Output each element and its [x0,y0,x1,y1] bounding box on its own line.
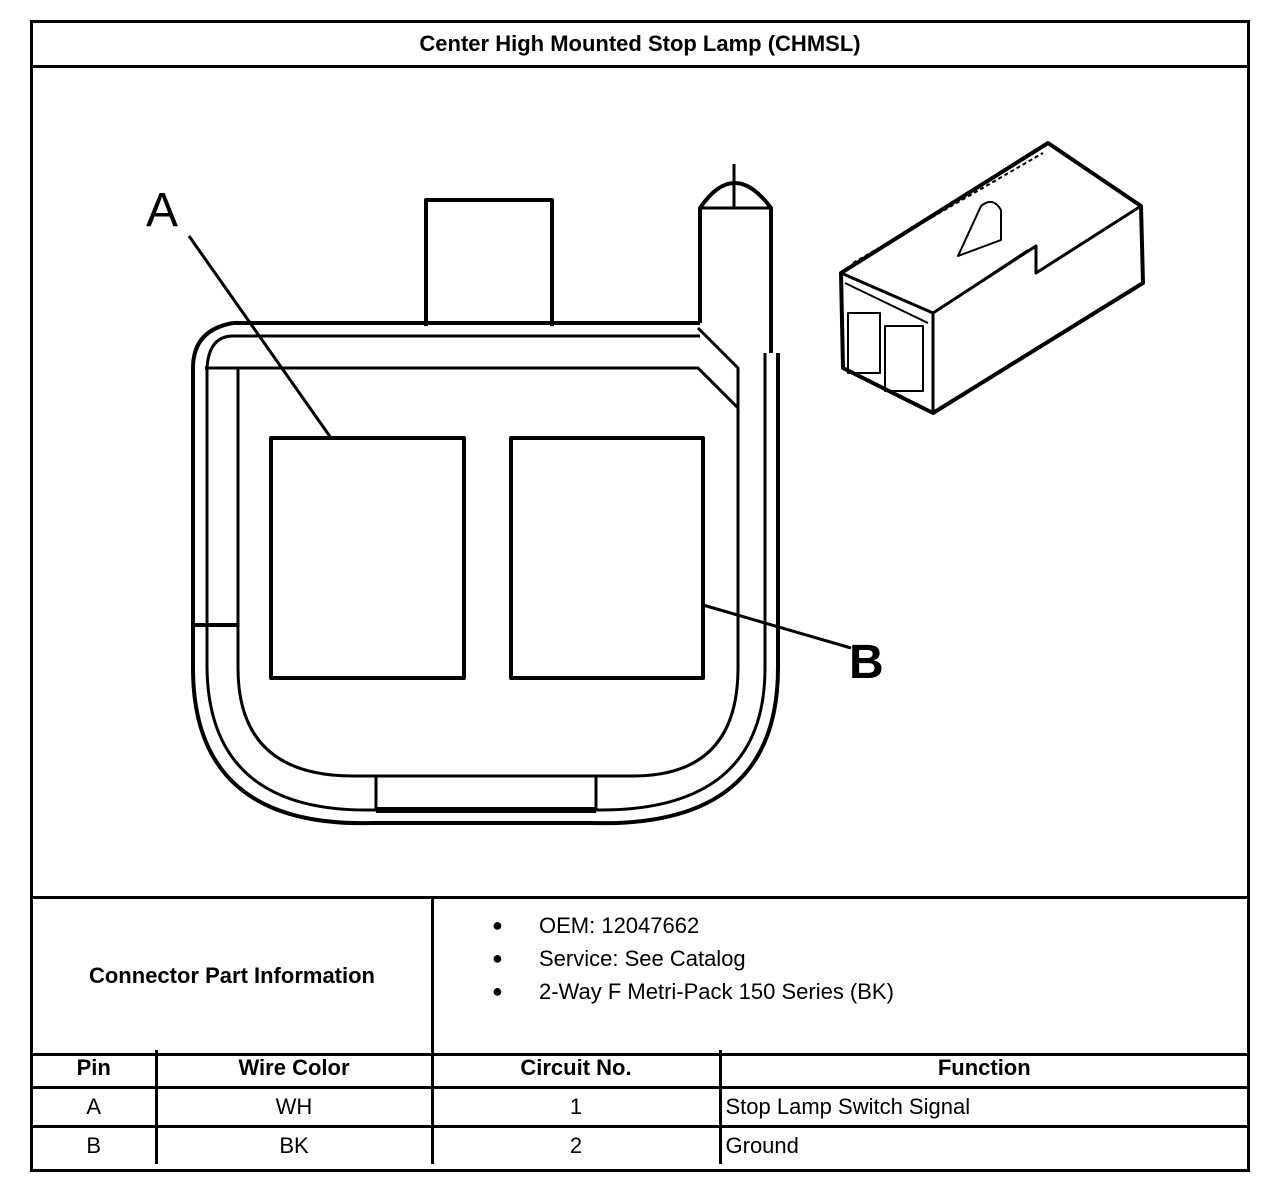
pin-table-header: Pin Wire Color Circuit No. Function [33,1050,1247,1089]
bullet-icon: ● [492,948,503,968]
header-pin: Pin [33,1050,158,1089]
bullet-icon: ● [492,981,503,1001]
part-info-item: ●Service: See Catalog [434,942,894,975]
bullet-icon: ● [492,915,503,935]
connector-sheet: Center High Mounted Stop Lamp (CHMSL) [30,20,1250,1172]
connector-inner-body [205,366,740,778]
connector-outer-body [191,321,780,826]
function-cell: Ground [718,1125,1247,1164]
part-info-label: Connector Part Information [33,899,434,1053]
callout-a-leader [187,235,333,439]
connector-isometric-view [839,141,1145,415]
top-latch-tab [424,198,554,326]
header-wire-color: Wire Color [154,1050,434,1089]
pin-cell: A [33,1086,158,1128]
part-info-item: ●OEM: 12047662 [434,909,894,942]
pin-table: Pin Wire Color Circuit No. Function A WH… [33,1050,1247,1164]
wire-color-cell: WH [154,1086,434,1128]
callout-b-leader [702,603,852,650]
table-row: B BK 2 Ground [33,1125,1247,1164]
header-function: Function [718,1050,1247,1089]
function-cell: Stop Lamp Switch Signal [718,1086,1247,1128]
part-info-item: ●2-Way F Metri-Pack 150 Series (BK) [434,975,894,1008]
cavity-b [509,436,705,680]
pin-cell: B [33,1125,158,1164]
cavity-a [269,436,466,680]
table-row: A WH 1 Stop Lamp Switch Signal [33,1086,1247,1128]
connector-drawing: A B [146,141,1145,826]
wire-color-cell: BK [154,1125,434,1164]
circuit-cell: 1 [430,1086,722,1128]
part-info-list: ●OEM: 12047662 ●Service: See Catalog ●2-… [434,909,894,1008]
connector-diagram: A B [33,68,1247,896]
page-title: Center High Mounted Stop Lamp (CHMSL) [33,23,1247,68]
header-circuit-no: Circuit No. [430,1050,722,1089]
connector-part-info: Connector Part Information ●OEM: 1204766… [33,896,1247,1056]
callout-label-a: A [146,184,178,237]
circuit-cell: 2 [430,1125,722,1164]
callout-label-b: B [849,636,884,689]
